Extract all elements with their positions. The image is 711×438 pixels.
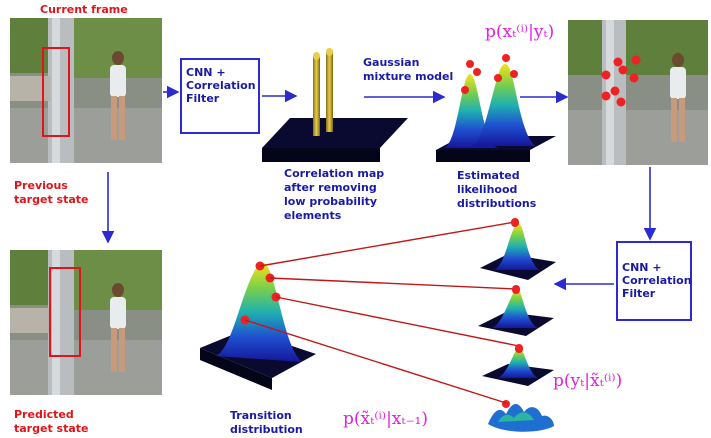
particles-frame-image <box>568 20 708 165</box>
posterior-formula: p(xₜ⁽ⁱ⁾|yₜ) <box>485 22 555 42</box>
peak-plot-4 <box>488 400 554 432</box>
current-frame-image <box>10 18 162 163</box>
current-frame-label: Current frame <box>40 3 128 16</box>
correlation-map-plot <box>262 48 408 162</box>
peak-plot-2 <box>478 286 554 336</box>
likelihood-formula: p(yₜ|x̃ₜ⁽ⁱ⁾) <box>553 371 623 391</box>
peak-plot-1 <box>480 219 556 280</box>
predicted-frame-image <box>10 250 162 395</box>
peak-plot-3 <box>482 345 554 386</box>
likelihood-plot <box>436 54 556 162</box>
transition-formula: p(x̃ₜ⁽ⁱ⁾|xₜ₋₁) <box>343 409 428 429</box>
transition-plot <box>200 261 316 390</box>
